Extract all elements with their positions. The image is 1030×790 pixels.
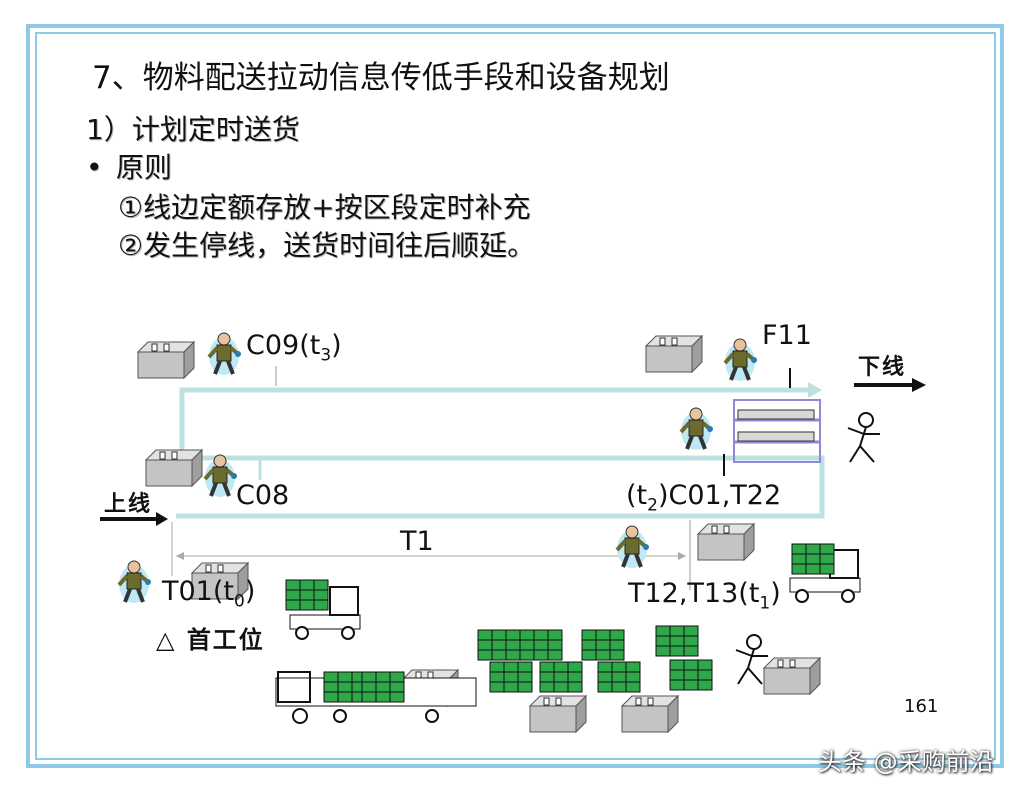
forklift-icon: [285, 579, 361, 640]
arrow-right-icon: [854, 378, 926, 392]
crate-stack-icon: [597, 661, 641, 693]
crate-stack-icon: [477, 629, 521, 661]
storage-box-icon: [763, 657, 821, 695]
crate-stack-icon: [581, 629, 625, 661]
stick-figure-icon: [847, 412, 881, 463]
label-first-station: △ 首工位: [156, 626, 265, 654]
stick-figure-icon: [735, 634, 769, 685]
watermark: 头条 @采购前沿: [818, 748, 994, 776]
storage-box-icon: [137, 341, 195, 379]
storage-box-icon: [645, 335, 703, 373]
storage-box-icon: [697, 523, 755, 561]
worker-icon: [615, 524, 651, 570]
bullet-principle: • 原则: [86, 146, 172, 186]
crate-stack-icon: [791, 543, 835, 575]
rule-1: ①线边定额存放+按区段定时补充: [118, 191, 531, 224]
storage-box-icon: [621, 695, 679, 733]
label-c01: (t2)C01,T22: [626, 480, 782, 516]
forklift-icon: [789, 543, 861, 603]
arrow-right-icon: [100, 512, 168, 526]
crate-stack-icon: [285, 579, 329, 611]
slide-frame-outer: [26, 24, 1004, 768]
storage-box-icon: [529, 695, 587, 733]
worker-icon: [679, 406, 715, 452]
slide-subtitle: 1）计划定时送货: [86, 113, 300, 146]
label-t1: T1: [400, 526, 434, 557]
label-f11: F11: [762, 320, 812, 351]
worker-icon: [203, 453, 239, 499]
crate-stack-icon: [323, 671, 367, 703]
crate-stack-icon: [519, 629, 563, 661]
crate-stack-icon: [539, 661, 583, 693]
slide-frame-inner: [35, 32, 996, 760]
worker-icon: [723, 337, 759, 383]
crate-stack-icon: [489, 661, 533, 693]
label-t12-t13: T12,T13(t1): [628, 578, 781, 614]
slide-title: 7、物料配送拉动信息传低手段和设备规划: [92, 60, 670, 96]
label-c09: C09(t3): [246, 330, 342, 366]
storage-box-icon: [145, 449, 203, 487]
worker-icon: [207, 331, 243, 377]
rule-2: ②发生停线，送货时间往后顺延。: [118, 229, 536, 262]
worker-icon: [117, 559, 153, 605]
t1-dimension-line: [171, 522, 686, 576]
label-line-on: 上线: [104, 492, 153, 517]
crate-stack-icon: [669, 659, 713, 691]
shelf-rack-icon: [733, 399, 821, 463]
label-c08: C08: [236, 480, 290, 511]
page-number: 161: [904, 696, 939, 717]
crate-stack-icon: [361, 671, 405, 703]
label-line-off: 下线: [858, 355, 907, 380]
crate-stack-icon: [655, 625, 699, 657]
bullet-dot: •: [86, 151, 103, 184]
forklift-icon: [275, 671, 477, 724]
label-t01: T01(t0): [162, 576, 256, 612]
conveyor-track: [176, 366, 825, 590]
bullet-text: 原则: [116, 151, 173, 184]
